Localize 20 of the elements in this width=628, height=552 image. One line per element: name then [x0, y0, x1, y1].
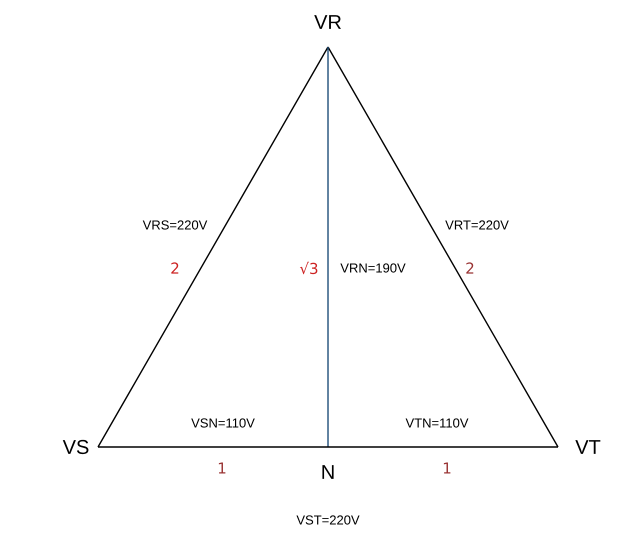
line — [327, 47, 329, 447]
edge-label: VRN=190V — [339, 262, 407, 274]
vertex-label: VS — [62, 440, 88, 454]
edge-label: VSN=110V — [190, 417, 256, 429]
edge-label: VRS=220V — [142, 219, 208, 231]
line — [327, 46, 559, 448]
vertex-label: VT — [575, 440, 600, 454]
ratio-label: 2 — [466, 262, 474, 274]
vertex-label: VR — [314, 15, 341, 29]
edge-label: VTN=110V — [404, 417, 470, 429]
ratio-label: 1 — [444, 462, 450, 474]
ratio-label: 1 — [218, 462, 226, 474]
edge-label: VRT=220V — [444, 219, 510, 231]
ratio-label: √3 — [300, 262, 318, 274]
ratio-label: 2 — [171, 262, 178, 274]
vertex-label: N — [322, 465, 334, 479]
voltage-label: VST=220V — [296, 515, 360, 525]
line — [328, 446, 558, 448]
line — [98, 446, 328, 448]
line — [97, 46, 329, 448]
